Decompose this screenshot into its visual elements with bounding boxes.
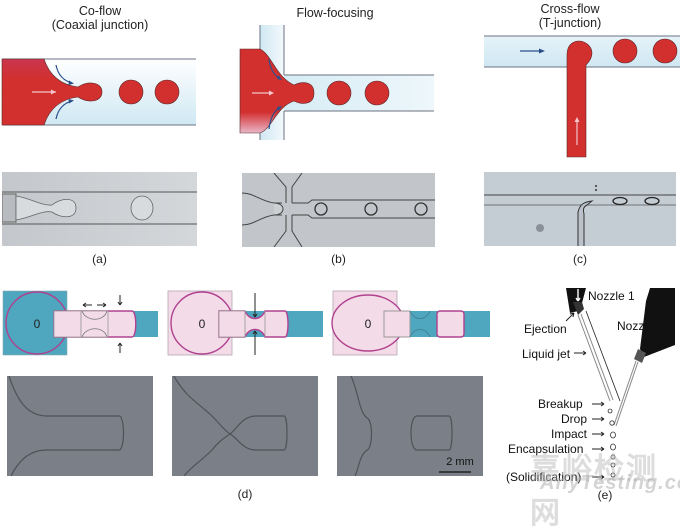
arrow-left-icon xyxy=(82,302,92,308)
panel-c-title-line1: Cross-flow xyxy=(540,2,600,16)
arrow-down-icon xyxy=(252,293,258,318)
droplet xyxy=(364,80,390,106)
panel-c-title-line2: (T-junction) xyxy=(538,16,602,30)
arrowhead-icon xyxy=(68,80,74,85)
stage-label: 0 xyxy=(34,317,41,331)
panel-a-schematic xyxy=(1,58,196,126)
droplet xyxy=(118,79,144,105)
arrowhead-icon xyxy=(51,89,56,95)
encapsulation-label: Encapsulation xyxy=(508,442,584,456)
panel-a-photo xyxy=(2,172,197,246)
dispersed-phase-jet xyxy=(239,48,315,134)
droplet xyxy=(612,38,638,64)
panel-d-stage-3: 0 xyxy=(331,290,490,356)
panel-c-title: Cross-flow (T-junction) xyxy=(480,2,660,30)
panel-d-caption: (d) xyxy=(237,487,253,501)
panel-a-caption: (a) xyxy=(92,252,107,266)
arrow-up-icon xyxy=(252,330,258,355)
watermark-url: AnyTesting.com xyxy=(540,472,680,494)
arrowhead-icon xyxy=(68,99,74,104)
scale-bar-label: 2 mm xyxy=(446,456,474,468)
droplet xyxy=(652,38,678,64)
droplet xyxy=(154,79,180,105)
watermark-text: 嘉峪检测网 xyxy=(530,453,658,530)
panel-d-photo-1 xyxy=(7,376,153,476)
liquid-jet-label: Liquid jet xyxy=(522,347,571,361)
solidification-label: (Solidification) xyxy=(506,470,582,484)
panel-b-caption: (b) xyxy=(331,252,346,266)
panel-e-caption: (e) xyxy=(597,488,613,502)
panel-a-title-line1: Co-flow xyxy=(78,4,122,18)
dispersed-phase-channel xyxy=(566,40,593,158)
panel-c-photo xyxy=(484,172,676,246)
nozzle-2 xyxy=(640,288,675,357)
arrow-down-icon xyxy=(117,295,123,306)
panel-c-schematic xyxy=(484,35,680,158)
panel-d-photo-3 xyxy=(337,376,483,476)
panel-a-title: Co-flow (Coaxial junction) xyxy=(0,4,200,32)
nozzle-1-label: Nozzle 1 xyxy=(588,289,635,303)
nozzle-1 xyxy=(566,288,586,313)
nozzle-2-label: Nozzle 2 xyxy=(617,319,664,333)
arrow-right-icon xyxy=(97,302,107,308)
stage-label: 0 xyxy=(365,317,372,331)
breakup-label: Breakup xyxy=(538,397,583,411)
panel-d-stage-2: 0 xyxy=(167,290,323,356)
droplet xyxy=(326,80,352,106)
arrowhead-icon xyxy=(269,90,274,96)
panel-b-photo xyxy=(242,173,435,247)
ejection-label: Ejection xyxy=(524,322,567,336)
panel-d-photo-2 xyxy=(172,376,318,476)
arrow-up-icon xyxy=(117,342,123,353)
panel-b-schematic xyxy=(239,25,434,140)
panel-e-label-arrows xyxy=(592,401,605,480)
panel-b-title: Flow-focusing xyxy=(296,6,374,20)
impact-label: Impact xyxy=(551,427,588,441)
panel-d-stage-1: 0 xyxy=(2,290,158,356)
panel-c-caption: (c) xyxy=(573,252,587,266)
stage-label: 0 xyxy=(199,317,206,331)
drop-label: Drop xyxy=(561,412,588,426)
panel-e-diagram xyxy=(565,288,675,478)
panel-a-title-line2: (Coaxial junction) xyxy=(51,18,149,32)
